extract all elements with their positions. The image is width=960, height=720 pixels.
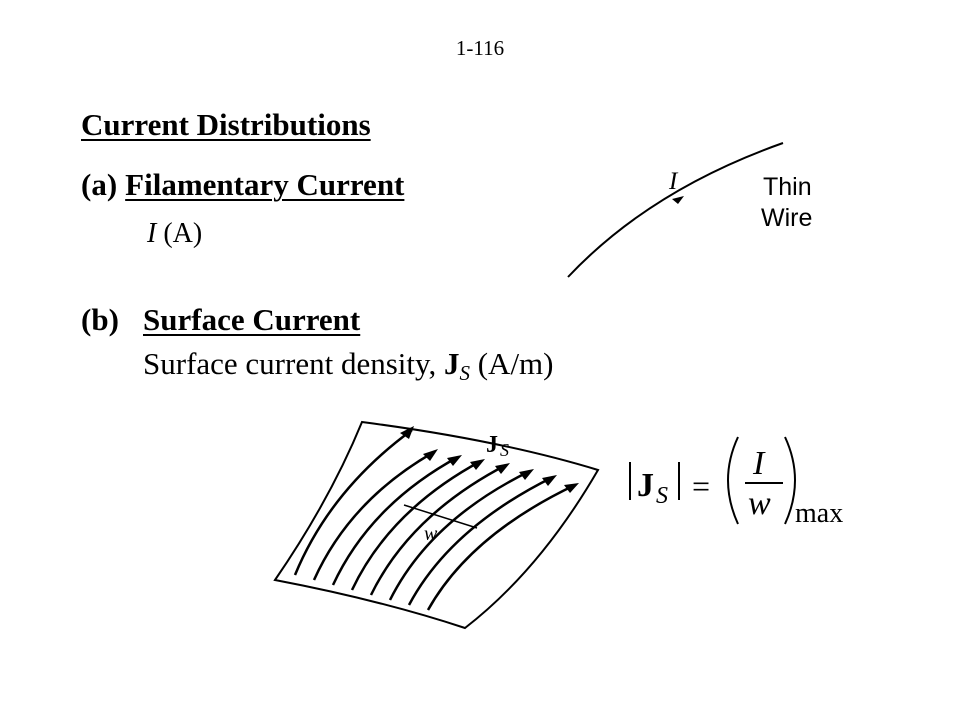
current-arrowheads: [400, 426, 579, 493]
sheet-vector-subscript: S: [500, 440, 509, 460]
surface-density-subscript: S: [459, 361, 470, 385]
current-lines: [293, 428, 576, 611]
arrowhead: [400, 426, 414, 439]
formula-numerator: I: [752, 445, 766, 482]
arrowhead: [447, 455, 462, 466]
section-a-marker: (a): [81, 167, 118, 202]
current-line: [312, 450, 435, 581]
arrowhead: [564, 483, 579, 493]
current-unit: (A): [163, 218, 203, 249]
right-parenthesis: [784, 436, 796, 525]
current-line: [388, 469, 531, 601]
arrowhead: [542, 475, 557, 486]
current-line: [426, 483, 576, 611]
surface-density-text: Surface current density,: [143, 346, 437, 381]
left-parenthesis: [727, 436, 739, 525]
arrowhead: [423, 449, 438, 461]
sheet-vector-label: J: [486, 432, 498, 458]
current-line: [369, 463, 507, 596]
page-title: Current Distributions: [81, 107, 371, 142]
surface-density-unit: (A/m): [477, 346, 554, 381]
section-b-title: Surface Current: [143, 302, 361, 337]
wire-current-label: I: [668, 168, 679, 195]
sheet-outline: [273, 420, 600, 630]
wire-label-line2: Wire: [761, 204, 812, 232]
formula-denominator: w: [748, 485, 771, 522]
arrowhead: [470, 459, 485, 470]
section-b-description: Surface current density, JS (A/m): [143, 346, 554, 385]
current-line: [407, 475, 554, 606]
section-a-quantity: I (A): [147, 218, 202, 250]
current-line: [331, 455, 459, 586]
section-a-title: Filamentary Current: [125, 167, 405, 202]
formula-equals: =: [692, 468, 710, 504]
arrowhead: [519, 469, 534, 480]
width-marker: [403, 504, 478, 529]
page-number: 1-116: [455, 36, 505, 60]
current-line: [350, 459, 482, 591]
formula-suffix: max: [795, 498, 843, 529]
section-b-marker: (b): [81, 302, 119, 337]
section-a-heading: (a)Filamentary Current: [81, 167, 404, 203]
surface-density-symbol: J: [443, 346, 460, 381]
current-line: [293, 428, 413, 576]
wire-arrowhead: [672, 196, 684, 204]
formula-lhs-subscript: S: [656, 483, 668, 509]
wire-label-line1: Thin: [763, 173, 812, 201]
arrowhead: [495, 463, 510, 474]
formula-lhs-symbol: J: [637, 467, 654, 504]
wire-curve: [567, 142, 784, 278]
sheet-width-label: w: [424, 523, 438, 545]
current-symbol: I: [147, 218, 157, 249]
